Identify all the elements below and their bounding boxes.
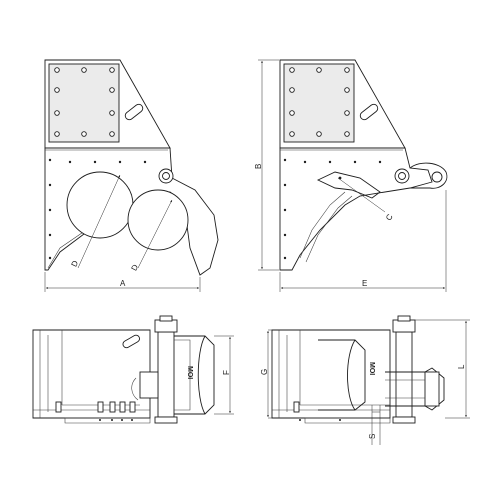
- roller-left: [66, 171, 134, 239]
- side-holes: [48, 158, 147, 260]
- view-top-right: C B E: [254, 59, 448, 292]
- mounting-plate-2: [283, 63, 355, 143]
- dim-C: C: [384, 212, 395, 222]
- dim-B: B: [254, 164, 263, 169]
- dim-G: G: [260, 369, 269, 375]
- logo-side: MOI: [368, 362, 375, 375]
- bolt-holes-2: [289, 67, 350, 137]
- dim-A: A: [120, 279, 126, 288]
- hook-eye: [409, 162, 448, 189]
- roller-right: [127, 189, 189, 251]
- view-bottom-right: MOI G L S: [260, 315, 470, 445]
- drum: [174, 335, 215, 415]
- mounting-plate: [48, 63, 120, 143]
- shaft: [157, 331, 175, 418]
- dim-E: E: [362, 279, 367, 288]
- base-bolts-2: [293, 401, 341, 421]
- dim-L: L: [457, 364, 466, 369]
- dim-D-left: D: [70, 259, 81, 268]
- view-bottom-left: MOI F: [32, 315, 234, 424]
- shaft-2: [395, 331, 413, 418]
- bolt-holes: [54, 67, 115, 137]
- dim-D-right: D: [130, 263, 141, 272]
- drum-2: [318, 339, 366, 411]
- dim-F: F: [222, 370, 231, 375]
- adjust-slot: [124, 103, 144, 121]
- base-bolts: [55, 401, 136, 421]
- logo-front: MOI: [186, 366, 193, 379]
- side-holes-2: [283, 158, 382, 260]
- dim-S: S: [368, 434, 377, 439]
- view-top-left: D D A: [44, 59, 219, 292]
